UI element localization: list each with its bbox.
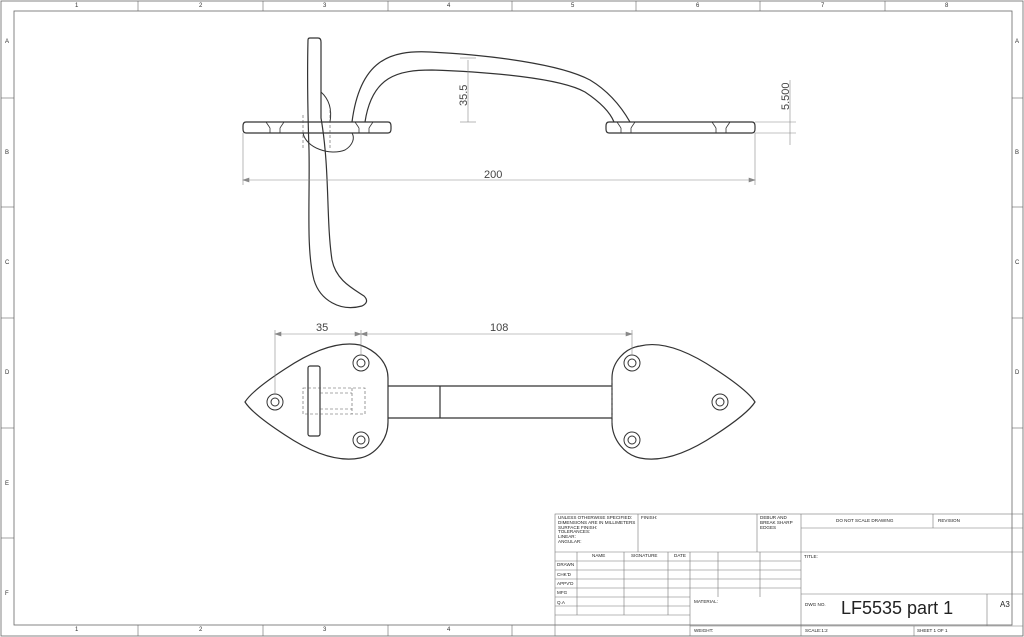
zone-row-a-right: A <box>1015 39 1020 45</box>
mounting-holes <box>266 354 729 449</box>
zone-row-c-right: C <box>1015 260 1020 266</box>
revision-label: REVISION <box>938 518 960 523</box>
latch-bar <box>306 37 368 309</box>
dim-rise: 35.5 <box>458 85 470 106</box>
zone-col-4-bottom: 4 <box>447 627 451 633</box>
title-block-grid <box>554 513 1024 637</box>
scale-label: SCALE:1:2 <box>805 628 828 633</box>
dim-bar-length: 108 <box>490 322 508 334</box>
do-not-scale-note: DO NOT SCALE DRAWING <box>836 518 894 523</box>
zone-col-3: 3 <box>323 3 327 9</box>
row-drawn: DRAWN <box>557 562 575 567</box>
dim-plate-thickness: 5.500 <box>780 82 792 110</box>
dim-overall-length: 200 <box>484 169 502 181</box>
handle-arch <box>351 51 631 123</box>
title-label: TITLE: <box>804 554 818 559</box>
zone-col-7: 7 <box>821 3 825 9</box>
zone-col-1-bottom: 1 <box>75 627 79 633</box>
tolerance-note: UNLESS OTHERWISE SPECIFIED: DIMENSIONS A… <box>558 515 636 545</box>
drawing-number: LF5535 part 1 <box>841 598 954 618</box>
right-base-plate <box>605 121 756 134</box>
zone-row-b: B <box>5 150 10 156</box>
zone-row-f: F <box>5 591 9 597</box>
header-name: NAME <box>592 553 606 558</box>
header-date: DATE <box>674 553 686 558</box>
left-base-plate <box>242 121 392 134</box>
row-approved: APPV'D <box>557 581 574 586</box>
zone-col-2: 2 <box>199 3 203 9</box>
material-label: MATERIAL: <box>694 599 718 604</box>
weight-label: WEIGHT: <box>694 628 714 633</box>
left-spade-plate <box>244 343 389 460</box>
zone-col-2-bottom: 2 <box>199 627 203 633</box>
row-qa: Q.A <box>557 600 565 605</box>
plan-view <box>244 343 756 460</box>
elevation-dimension-lines <box>242 57 796 185</box>
right-spade-plate <box>611 343 756 460</box>
dwg-no-label: DWG NO. <box>805 602 826 607</box>
header-signature: SIGNATURE <box>631 553 658 558</box>
finish-label: FINISH: <box>641 515 658 520</box>
zone-row-e: E <box>5 481 10 487</box>
zone-row-d: D <box>5 370 10 376</box>
row-checked: CHK'D <box>557 572 571 577</box>
dim-pivot-offset: 35 <box>316 322 328 334</box>
zone-row-a: A <box>5 39 10 45</box>
zone-col-8: 8 <box>945 3 949 9</box>
elevation-view <box>242 37 756 309</box>
zone-row-b-right: B <box>1015 150 1020 156</box>
zone-col-1: 1 <box>75 3 79 9</box>
zone-col-6: 6 <box>696 3 700 9</box>
zone-row-c: C <box>5 260 10 266</box>
zone-col-3-bottom: 3 <box>323 627 327 633</box>
zone-col-4: 4 <box>447 3 451 9</box>
zone-col-5: 5 <box>571 3 575 9</box>
sheet-size: A3 <box>1000 600 1010 609</box>
sheet-count: SHEET 1 OF 1 <box>917 628 948 633</box>
plan-dimension-lines <box>274 330 633 395</box>
zone-row-d-right: D <box>1015 370 1020 376</box>
latch-plan <box>307 365 321 437</box>
row-mfg: MFG <box>557 590 568 595</box>
debur-note: DEBUR AND BREAK SHARP EDGES <box>760 515 793 530</box>
